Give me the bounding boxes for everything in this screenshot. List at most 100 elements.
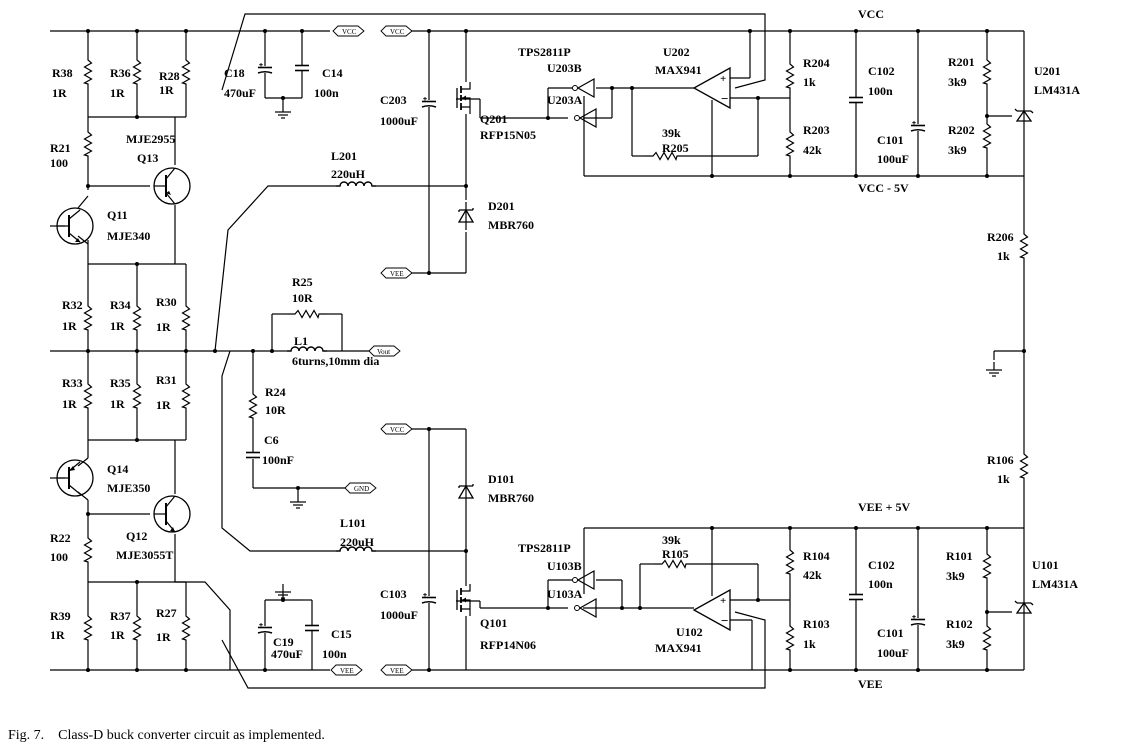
label-r103-ref: R103: [803, 617, 830, 631]
label-r106-value: 1k: [997, 472, 1010, 486]
label-r34-value: 1R: [110, 319, 125, 333]
label-c102-upper-ref: C102: [868, 64, 895, 78]
resistor-r203: [785, 123, 795, 165]
label-q12-value: MJE3055T: [116, 548, 173, 562]
label-r24-value: 10R: [265, 403, 286, 417]
label-d201-ref: D201: [488, 199, 515, 213]
svg-text:−: −: [721, 613, 728, 628]
resistor-r201: [982, 51, 992, 93]
label-r35-value: 1R: [110, 397, 125, 411]
label-c101-upper-ref: C101: [877, 133, 904, 147]
figure-caption: Fig. 7. Class-D buck converter circuit a…: [8, 728, 325, 743]
label-r36-ref: R36: [110, 66, 131, 80]
label-q11-value: MJE340: [107, 229, 150, 243]
resistor-r31: [181, 375, 191, 417]
label-r105-value: 39k: [662, 533, 681, 547]
zener-u201: [1014, 103, 1034, 129]
label-c101-lower-ref: C101: [877, 626, 904, 640]
capacitor-c102-upper: [848, 96, 864, 104]
label-r37-value: 1R: [110, 628, 125, 642]
label-r39-ref: R39: [50, 609, 71, 623]
capacitor-c102-lower: [848, 593, 864, 601]
label-c103-value: 1000uF: [380, 608, 418, 622]
resistor-r38: [83, 51, 93, 93]
label-q12-ref: Q12: [126, 529, 147, 543]
label-r31-ref: R31: [156, 373, 177, 387]
net-label-vcc-minus-5v: VCC - 5V: [858, 181, 909, 195]
label-u101-value: LM431A: [1032, 577, 1078, 591]
label-u201-ref: U201: [1034, 64, 1061, 78]
label-r27-ref: R27: [156, 606, 177, 620]
label-r39-value: 1R: [50, 628, 65, 642]
label-r21-ref: R21: [50, 141, 71, 155]
label-r204-value: 1k: [803, 75, 816, 89]
resistor-r30: [181, 297, 191, 339]
label-r101-value: 3k9: [946, 569, 965, 583]
diode-d101: [458, 477, 474, 507]
resistor-r35: [132, 375, 142, 417]
label-r36-value: 1R: [110, 86, 125, 100]
label-r202-value: 3k9: [948, 143, 967, 157]
label-c6-value: 100nF: [262, 453, 294, 467]
ground-icon: [985, 361, 1003, 377]
label-u101-ref: U101: [1032, 558, 1059, 572]
label-l201-ref: L201: [331, 149, 357, 163]
label-r28-ref: R28: [159, 69, 180, 83]
label-r30-ref: R30: [156, 295, 177, 309]
label-r27-value: 1R: [156, 630, 171, 644]
label-r203-value: 42k: [803, 143, 822, 157]
resistor-r21: [83, 123, 93, 165]
component-labels: R38 1R R36 1R R28 1R C18 470uF C14 100n …: [50, 45, 1080, 661]
resistor-r103: [785, 617, 795, 659]
label-u102-ref: U102: [676, 625, 703, 639]
label-u201-value: LM431A: [1034, 83, 1080, 97]
label-u202-value: MAX941: [655, 63, 702, 77]
net-label-vcc: VCC: [858, 7, 884, 21]
label-c14-ref: C14: [322, 66, 343, 80]
label-r25-value: 10R: [292, 291, 313, 305]
resistor-r106: [1019, 445, 1029, 487]
label-r203-ref: R203: [803, 123, 830, 137]
label-q201-ref: Q201: [480, 112, 507, 126]
label-l201-value: 220uH: [331, 167, 366, 181]
resistor-r105: [653, 559, 695, 569]
label-r33-ref: R33: [62, 376, 83, 390]
label-r32-ref: R32: [62, 298, 83, 312]
resistor-r27: [181, 607, 191, 649]
capacitor-c15: [304, 624, 320, 632]
label-r106-ref: R106: [987, 453, 1014, 467]
label-r22-value: 100: [50, 550, 68, 564]
net-label-vee: VEE: [858, 677, 883, 691]
inductor-l201: [335, 181, 377, 187]
label-r38-ref: R38: [52, 66, 73, 80]
port-vee-upper-label: VEE: [390, 270, 404, 278]
label-q101-ref: Q101: [480, 616, 507, 630]
label-r38-value: 1R: [52, 86, 67, 100]
label-l1-ref: L1: [294, 334, 308, 348]
label-r101-ref: R101: [946, 549, 973, 563]
label-c18-value: 470uF: [224, 86, 256, 100]
resistor-r202: [982, 115, 992, 157]
label-r103-value: 1k: [803, 637, 816, 651]
label-u203a: U203A: [547, 93, 583, 107]
resistor-r22: [83, 529, 93, 571]
port-vcc-upper-label: VCC: [390, 28, 405, 36]
label-q101-value: RFP14N06: [480, 638, 536, 652]
svg-text:+: +: [720, 73, 726, 85]
resistor-r204: [785, 55, 795, 97]
port-vee-left-label: VEE: [340, 667, 354, 675]
label-u103a: U103A: [547, 587, 583, 601]
label-r31-value: 1R: [156, 398, 171, 412]
capacitor-c14: [294, 64, 310, 72]
resistor-r101: [982, 545, 992, 587]
label-r25-ref: R25: [292, 275, 313, 289]
label-c101-lower-value: 100uF: [877, 646, 909, 660]
net-label-vee-plus-5v: VEE + 5V: [858, 500, 911, 514]
port-gnd-label: GND: [354, 485, 369, 493]
port-vee-lower-label: VEE: [390, 667, 404, 675]
label-c6-ref: C6: [264, 433, 279, 447]
label-r206-value: 1k: [997, 249, 1010, 263]
ground-icon: [289, 493, 307, 509]
label-u203b: U203B: [547, 61, 582, 75]
label-u203-part: TPS2811P: [518, 45, 571, 59]
